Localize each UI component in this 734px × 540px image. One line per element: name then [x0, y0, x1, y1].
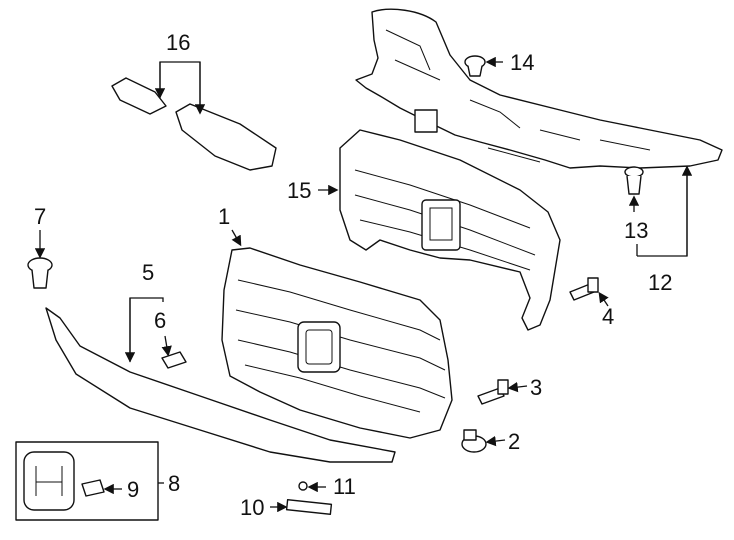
callout-3: 3 [530, 375, 542, 400]
callout-15: 15 [287, 178, 311, 203]
grille-part [221, 247, 453, 439]
clip-11-part [298, 481, 308, 491]
bolt-4-part [569, 277, 599, 301]
strip-10-part [285, 499, 333, 515]
callout-16: 16 [166, 30, 190, 55]
callout-11: 11 [333, 474, 356, 499]
grille-bracket-part [339, 129, 561, 331]
callout-13: 13 [624, 218, 648, 243]
callout-1: 1 [218, 204, 230, 229]
upper-support-part [355, 8, 723, 169]
bolt-3-part [477, 379, 509, 405]
callout-10: 10 [240, 495, 264, 520]
callout-8: 8 [168, 471, 180, 496]
callout-5: 5 [142, 260, 154, 285]
clip-7-part [27, 257, 53, 289]
clip-2-part [461, 429, 487, 453]
callout-labels: 1 2 3 4 5 6 7 8 9 10 11 12 13 14 15 16 [34, 30, 672, 520]
callout-6: 6 [154, 308, 166, 333]
small-grille-parts [111, 77, 277, 171]
callout-4: 4 [602, 304, 614, 329]
callout-14: 14 [510, 50, 534, 75]
callout-9: 9 [127, 477, 139, 502]
callout-2: 2 [508, 429, 520, 454]
clip-6-part [161, 351, 187, 369]
callout-12: 12 [648, 270, 672, 295]
lower-trim-part [45, 307, 396, 463]
callout-7: 7 [34, 204, 46, 229]
emblem-box-8 [15, 441, 159, 521]
clip-14-part [464, 55, 486, 77]
leader-lines [34, 56, 693, 513]
clip-13-part [624, 166, 644, 195]
